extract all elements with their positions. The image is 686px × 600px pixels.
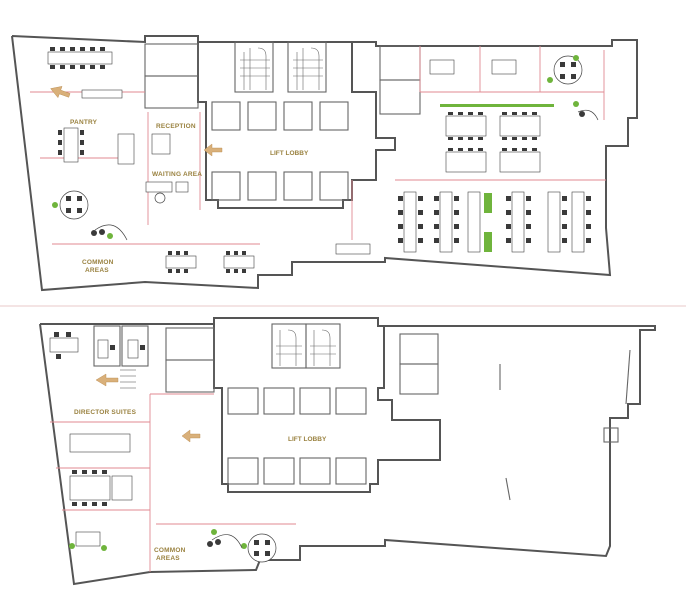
lower-common-areas-label-2: AREAS bbox=[156, 555, 180, 562]
upper-reception-label: RECEPTION bbox=[156, 123, 196, 130]
upper-waiting-area-label: WAITING AREA bbox=[152, 171, 202, 178]
upper-common-areas-label-1: COMMON bbox=[82, 259, 114, 266]
lower-outer-wall bbox=[39, 317, 656, 586]
lower-common-areas-label-1: COMMON bbox=[154, 547, 186, 554]
lower-director-suites-label: DIRECTOR SUITES bbox=[74, 409, 137, 416]
upper-stair-left bbox=[234, 41, 274, 93]
upper-workstations-bottom bbox=[403, 191, 585, 253]
lower-lift-core bbox=[213, 324, 441, 493]
upper-pantry-label: PANTRY bbox=[70, 119, 98, 126]
upper-lift-core bbox=[197, 42, 396, 209]
upper-common-areas-label-2: AREAS bbox=[85, 267, 109, 274]
lower-floor-plan: DIRECTOR SUITES LIFT LOBBY COMMON AREAS bbox=[39, 317, 656, 586]
lower-workstations bbox=[69, 475, 133, 501]
upper-lifts-top bbox=[211, 101, 349, 201]
upper-lift-lobby-label: LIFT LOBBY bbox=[270, 150, 309, 157]
lower-lifts bbox=[227, 387, 367, 485]
upper-floor-plan: PANTRY RECEPTION WAITING AREA LIFT LOBBY… bbox=[11, 35, 638, 292]
upper-workstations-top bbox=[445, 115, 541, 173]
lower-lift-lobby-label: LIFT LOBBY bbox=[288, 436, 327, 443]
upper-outer-wall bbox=[11, 35, 638, 292]
upper-stair-right bbox=[287, 41, 327, 93]
